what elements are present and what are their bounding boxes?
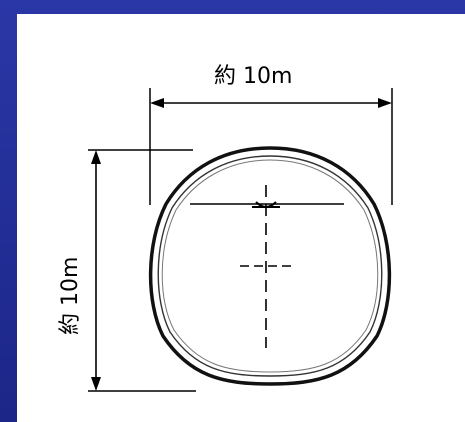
diagram-panel: [17, 14, 465, 422]
center-marker: [252, 201, 280, 208]
tunnel-outer-lining: [148, 146, 392, 386]
width-dimension: [149, 88, 393, 205]
tunnel-inner-lining-2: [161, 159, 379, 373]
height-dimension: [88, 149, 196, 392]
height-label: 約 10m: [58, 257, 83, 335]
tunnel-inner-lining: [157, 155, 383, 377]
width-label: 約 10m: [214, 64, 292, 89]
